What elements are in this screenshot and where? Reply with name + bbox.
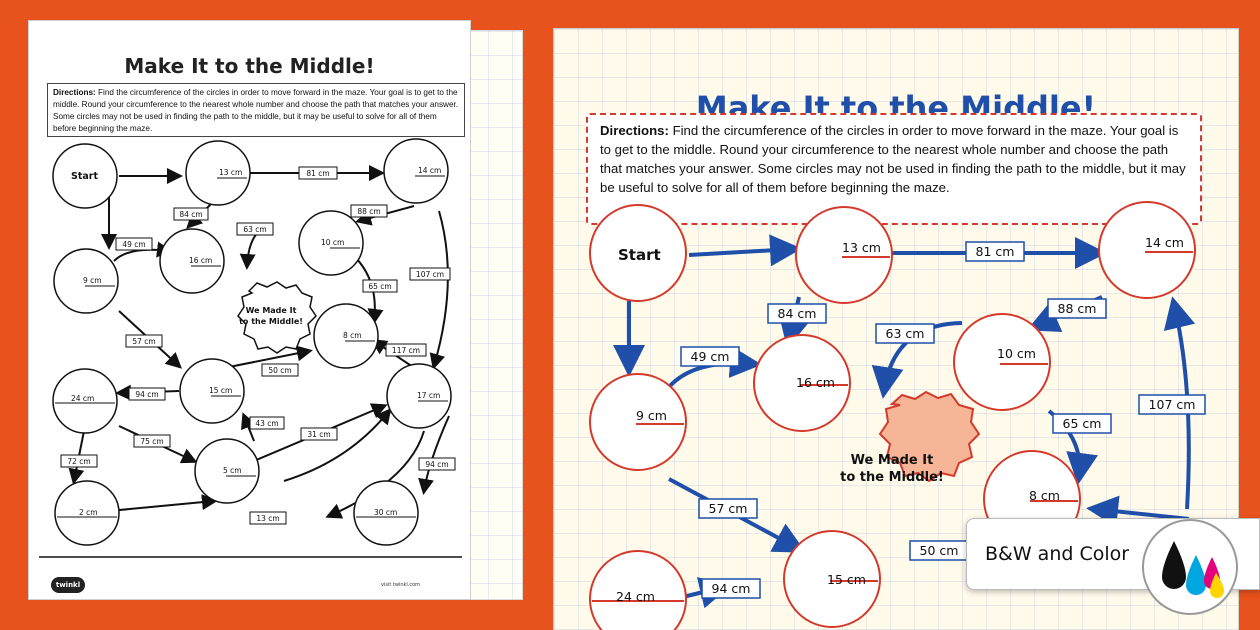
color-maze: Start 13 cm 14 cm 10 cm 16 cm 9 cm 8 cm … — [589, 201, 1206, 630]
bw-maze: Start 13 cm 14 cm 10 cm 16 cm 9 cm 8 cm … — [39, 138, 462, 558]
bw-circle-15: 15 cm — [209, 386, 232, 395]
bw-path-75: 75 cm — [140, 437, 163, 446]
bw-path-107: 107 cm — [416, 270, 444, 279]
bw-directions-box: Directions: Find the circumference of th… — [47, 83, 465, 137]
bw-circle-24: 24 cm — [71, 394, 94, 403]
footer-url: visit twinkl.com — [381, 582, 421, 588]
color-circle-16: 16 cm — [796, 375, 835, 390]
color-path-63: 63 cm — [886, 326, 925, 341]
bw-path-50: 50 cm — [268, 366, 291, 375]
bw-path-49: 49 cm — [122, 240, 145, 249]
bw-circle-10: 10 cm — [321, 238, 344, 247]
bw-path-81: 81 cm — [306, 169, 329, 178]
color-path-84: 84 cm — [778, 306, 817, 321]
bw-path-72: 72 cm — [67, 457, 90, 466]
bw-path-31: 31 cm — [307, 430, 330, 439]
bw-circle-17: 17 cm — [417, 391, 440, 400]
bw-path-88: 88 cm — [357, 207, 380, 216]
color-worksheet-preview: Make It to the Middle! Directions: Find … — [553, 28, 1239, 630]
color-circle-14: 14 cm — [1145, 235, 1184, 250]
color-circle-9: 9 cm — [636, 408, 667, 423]
bw-goal-line2: to the Middle! — [239, 317, 303, 326]
color-path-94: 94 cm — [712, 581, 751, 596]
bw-circle-30: 30 cm — [374, 508, 397, 517]
color-circle-15: 15 cm — [827, 572, 866, 587]
bw-path-94: 94 cm — [135, 390, 158, 399]
ink-drops-icon — [1142, 519, 1238, 615]
back-page-preview — [463, 30, 523, 600]
bw-and-color-badge: B&W and Color — [966, 518, 1260, 615]
twinkl-logo: twinkl — [51, 577, 85, 593]
bw-path-84: 84 cm — [179, 210, 202, 219]
bw-path-13: 13 cm — [256, 514, 279, 523]
bw-directions-label: Directions: — [53, 88, 96, 97]
color-path-65: 65 cm — [1063, 416, 1102, 431]
color-path-81: 81 cm — [976, 244, 1015, 259]
color-start-label: Start — [618, 246, 661, 264]
color-goal-line2: to the Middle! — [840, 470, 944, 485]
color-path-57: 57 cm — [709, 501, 748, 516]
color-path-49: 49 cm — [691, 349, 730, 364]
bw-directions-text: Find the circumference of the circles in… — [53, 88, 459, 133]
bw-circle-9: 9 cm — [83, 276, 102, 285]
bw-circle-16: 16 cm — [189, 256, 212, 265]
color-circle-8: 8 cm — [1029, 488, 1060, 503]
bw-circle-5: 5 cm — [223, 466, 242, 475]
color-path-50: 50 cm — [920, 543, 959, 558]
badge-label: B&W and Color — [985, 543, 1130, 565]
color-goal-line1: We Made It — [851, 453, 934, 468]
bw-path-117: 117 cm — [392, 346, 420, 355]
bw-start-label: Start — [71, 171, 98, 182]
bw-path-63: 63 cm — [243, 225, 266, 234]
bw-circle-14: 14 cm — [418, 166, 441, 175]
bw-circle-13: 13 cm — [219, 168, 242, 177]
color-directions-label: Directions: — [600, 123, 669, 138]
color-directions-box: Directions: Find the circumference of th… — [586, 113, 1202, 225]
bw-path-94b: 94 cm — [425, 460, 448, 469]
color-path-88: 88 cm — [1058, 301, 1097, 316]
bw-path-43: 43 cm — [255, 419, 278, 428]
color-directions-text: Find the circumference of the circles in… — [600, 123, 1186, 196]
bw-worksheet-title: Make It to the Middle! — [124, 54, 375, 78]
color-circle-10: 10 cm — [997, 346, 1036, 361]
color-path-107: 107 cm — [1149, 397, 1196, 412]
bw-path-65: 65 cm — [368, 282, 391, 291]
color-circle-24: 24 cm — [616, 589, 655, 604]
bw-worksheet-preview: Make It to the Middle! Directions: Find … — [28, 20, 471, 600]
bw-goal-line1: We Made It — [246, 306, 297, 315]
bw-circle-2: 2 cm — [79, 508, 98, 517]
color-circle-13: 13 cm — [842, 240, 881, 255]
bw-circle-8: 8 cm — [343, 331, 362, 340]
bw-path-57: 57 cm — [132, 337, 155, 346]
